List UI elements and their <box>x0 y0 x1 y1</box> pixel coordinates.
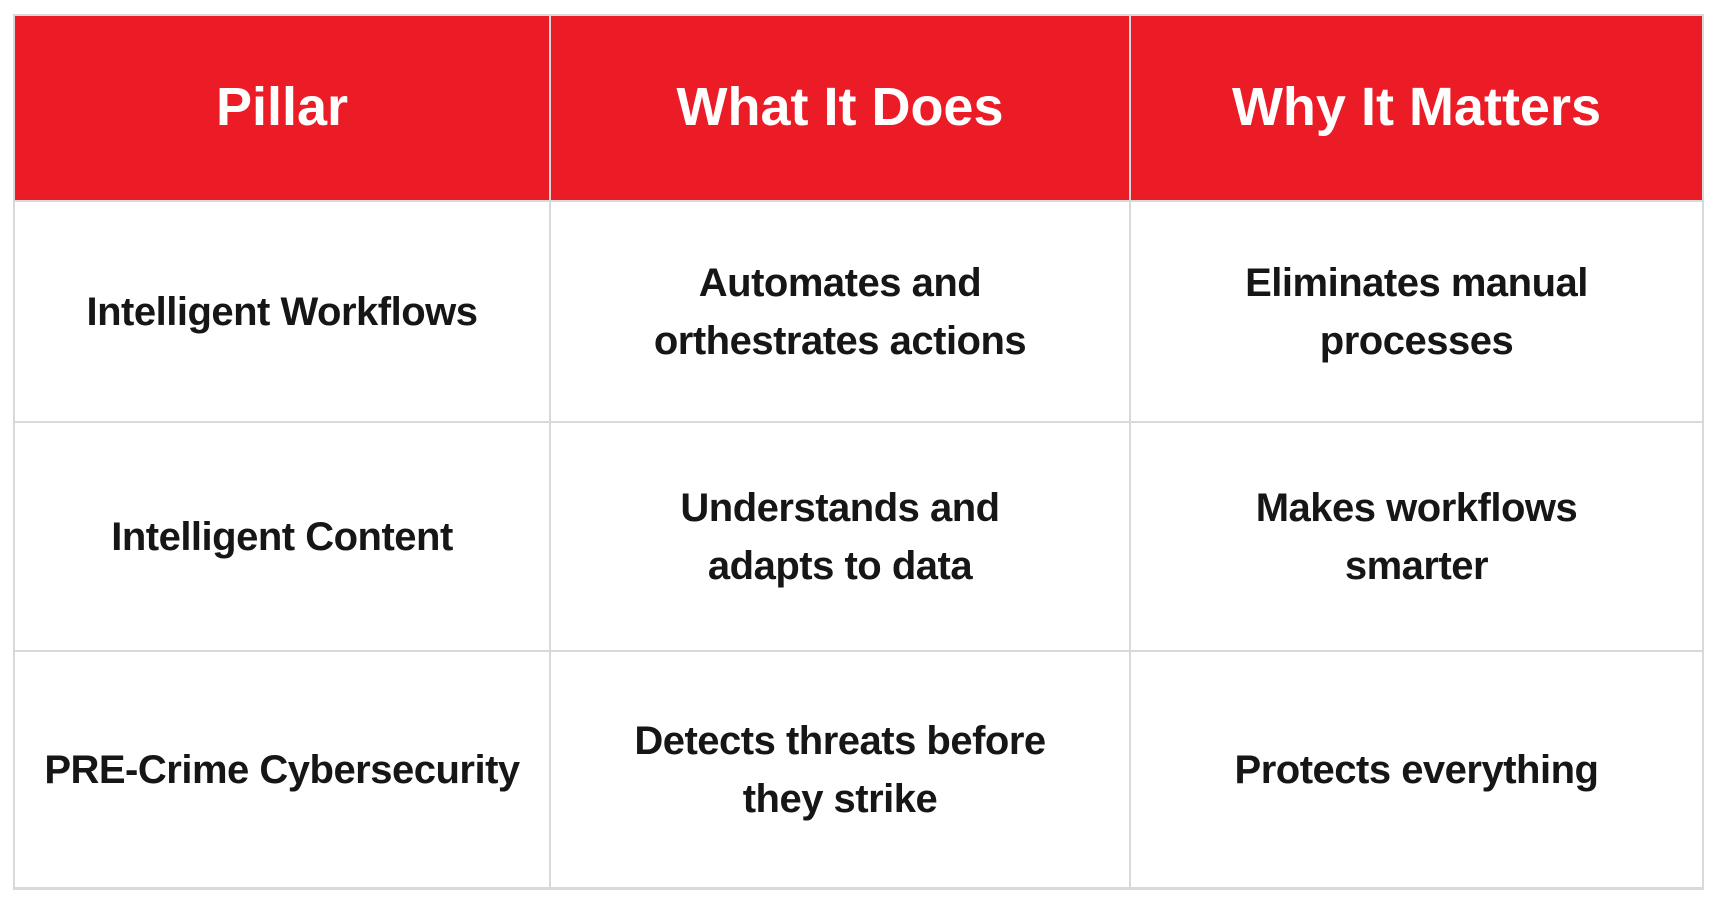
column-header-why-it-matters: Why It Matters <box>1131 16 1702 200</box>
row2-why-it-matters-cell: Makes workflows smarter <box>1131 423 1702 650</box>
row3-pillar-cell: PRE-Crime Cybersecurity <box>15 652 549 887</box>
row2-what-it-does-cell: Understands and adapts to data <box>551 423 1129 650</box>
column-header-pillar: Pillar <box>15 16 549 200</box>
row3-what-it-does-cell: Detects threats before they strike <box>551 652 1129 887</box>
pillars-table: Pillar What It Does Why It Matters Intel… <box>13 14 1704 890</box>
row3-why-it-matters-cell: Protects everything <box>1131 652 1702 887</box>
row1-why-it-matters-cell: Eliminates manual processes <box>1131 202 1702 421</box>
column-header-what-it-does: What It Does <box>551 16 1129 200</box>
row1-pillar-cell: Intelligent Workflows <box>15 202 549 421</box>
row2-pillar-cell: Intelligent Content <box>15 423 549 650</box>
row1-what-it-does-cell: Automates and orthestrates actions <box>551 202 1129 421</box>
